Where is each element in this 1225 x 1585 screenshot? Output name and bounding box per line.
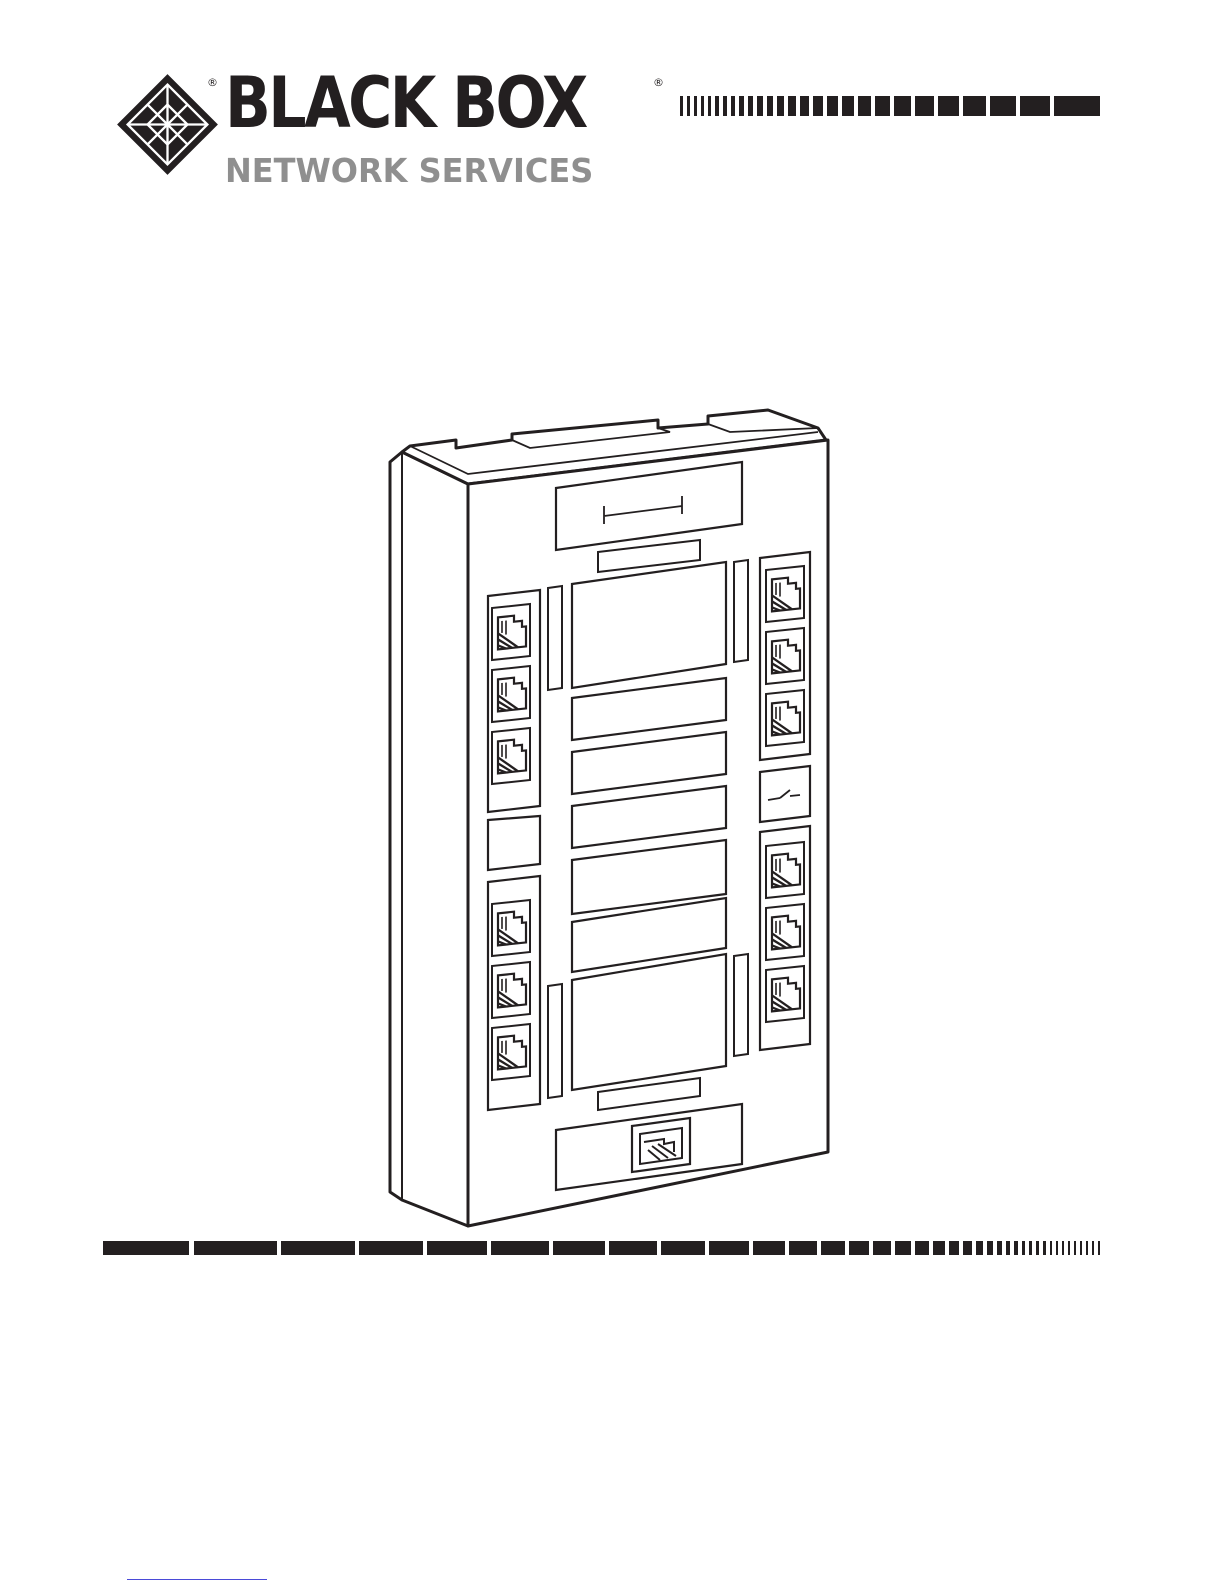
diamond-logo-icon	[115, 72, 220, 177]
black-box-logo: ® BLACK BOX ® NETWORK SERVICES	[115, 72, 665, 192]
bottom-link-underline	[127, 1579, 267, 1580]
wall-jack-panel-illustration	[380, 400, 840, 1230]
decorative-bar-bottom	[103, 1241, 1100, 1255]
decorative-bar-top	[680, 96, 1100, 116]
registered-mark: ®	[207, 76, 218, 89]
logo-tagline: NETWORK SERVICES	[225, 154, 593, 187]
logo-wordmark: BLACK BOX	[225, 68, 586, 138]
registered-mark: ®	[653, 76, 664, 89]
